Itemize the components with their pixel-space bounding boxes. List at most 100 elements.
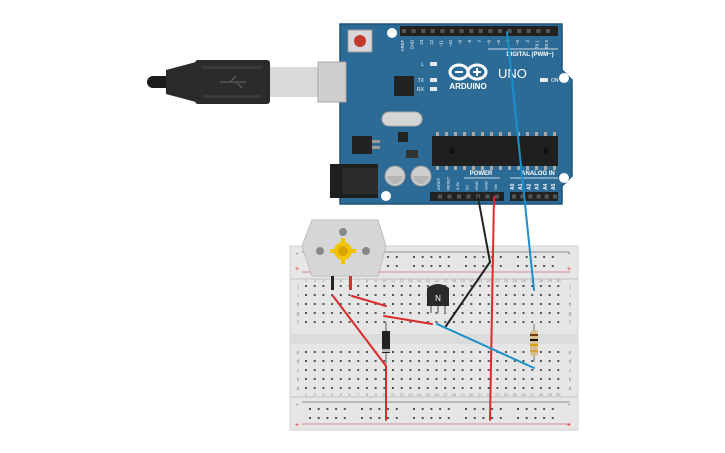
breadboard-hole[interactable] bbox=[374, 321, 377, 323]
breadboard-hole[interactable] bbox=[548, 378, 551, 380]
rail-hole[interactable] bbox=[465, 265, 467, 267]
rail-hole[interactable] bbox=[543, 265, 546, 267]
power-pin-hole[interactable] bbox=[495, 194, 499, 199]
breadboard-hole[interactable] bbox=[348, 303, 351, 305]
breadboard-hole[interactable] bbox=[435, 387, 438, 389]
breadboard-hole[interactable] bbox=[470, 387, 473, 389]
breadboard-hole[interactable] bbox=[409, 303, 412, 305]
breadboard-hole[interactable] bbox=[400, 312, 403, 314]
header-pin-hole[interactable] bbox=[478, 29, 483, 33]
breadboard-hole[interactable] bbox=[426, 378, 429, 380]
rail-hole[interactable] bbox=[413, 417, 415, 419]
wire-black-gnd[interactable] bbox=[445, 196, 492, 327]
header-pin-hole[interactable] bbox=[536, 29, 541, 33]
breadboard-hole[interactable] bbox=[313, 369, 316, 371]
breadboard-hole[interactable] bbox=[409, 294, 412, 296]
header-pin-hole[interactable] bbox=[411, 29, 416, 33]
breadboard-hole[interactable] bbox=[374, 360, 377, 362]
rail-hole[interactable] bbox=[378, 408, 381, 410]
breadboard-hole[interactable] bbox=[339, 285, 342, 287]
breadboard-hole[interactable] bbox=[409, 312, 412, 314]
rail-hole[interactable] bbox=[439, 408, 442, 410]
header-pin-hole[interactable] bbox=[459, 29, 464, 33]
breadboard-hole[interactable] bbox=[487, 312, 490, 314]
rail-hole[interactable] bbox=[343, 408, 346, 410]
rail-hole[interactable] bbox=[482, 417, 485, 419]
breadboard-hole[interactable] bbox=[452, 387, 455, 389]
breadboard-hole[interactable] bbox=[522, 387, 525, 389]
header-pin-hole[interactable] bbox=[546, 29, 550, 33]
breadboard-hole[interactable] bbox=[348, 378, 351, 380]
breadboard-hole[interactable] bbox=[357, 303, 360, 305]
breadboard-hole[interactable] bbox=[348, 369, 351, 371]
breadboard-hole[interactable] bbox=[348, 321, 351, 323]
breadboard-hole[interactable] bbox=[426, 312, 429, 314]
breadboard-hole[interactable] bbox=[452, 369, 455, 371]
rail-hole[interactable] bbox=[317, 417, 320, 419]
analog-pin-hole[interactable] bbox=[544, 194, 549, 199]
breadboard-hole[interactable] bbox=[513, 294, 516, 296]
breadboard-hole[interactable] bbox=[331, 351, 334, 353]
analog-pin-hole[interactable] bbox=[536, 194, 541, 199]
breadboard-hole[interactable] bbox=[400, 360, 403, 362]
breadboard-hole[interactable] bbox=[479, 294, 481, 296]
breadboard-hole[interactable] bbox=[322, 321, 325, 323]
breadboard-hole[interactable] bbox=[348, 351, 351, 353]
rail-hole[interactable] bbox=[543, 256, 546, 258]
breadboard-hole[interactable] bbox=[452, 321, 455, 323]
rail-hole[interactable] bbox=[534, 265, 537, 267]
rail-hole[interactable] bbox=[430, 256, 433, 258]
breadboard-hole[interactable] bbox=[470, 351, 473, 353]
header-pin-hole[interactable] bbox=[488, 29, 493, 33]
header-pin-hole[interactable] bbox=[517, 29, 522, 33]
breadboard-hole[interactable] bbox=[331, 387, 334, 389]
breadboard-hole[interactable] bbox=[539, 294, 542, 296]
dc-motor[interactable] bbox=[301, 219, 387, 290]
breadboard-hole[interactable] bbox=[313, 312, 316, 314]
rail-hole[interactable] bbox=[413, 256, 415, 258]
breadboard-hole[interactable] bbox=[418, 303, 421, 305]
breadboard-hole[interactable] bbox=[513, 369, 516, 371]
breadboard-hole[interactable] bbox=[339, 351, 342, 353]
breadboard-hole[interactable] bbox=[548, 360, 551, 362]
rail-hole[interactable] bbox=[413, 265, 415, 267]
rail-hole[interactable] bbox=[551, 256, 554, 258]
rail-hole[interactable] bbox=[395, 265, 398, 267]
rail-hole[interactable] bbox=[413, 408, 415, 410]
breadboard-hole[interactable] bbox=[418, 312, 421, 314]
breadboard-hole[interactable] bbox=[313, 321, 316, 323]
breadboard-hole[interactable] bbox=[305, 294, 307, 296]
rail-hole[interactable] bbox=[361, 408, 363, 410]
breadboard-hole[interactable] bbox=[400, 378, 403, 380]
rail-hole[interactable] bbox=[473, 408, 476, 410]
rail-hole[interactable] bbox=[543, 408, 546, 410]
breadboard-hole[interactable] bbox=[435, 369, 438, 371]
breadboard-hole[interactable] bbox=[513, 312, 516, 314]
breadboard-hole[interactable] bbox=[531, 378, 534, 380]
wire-red-vin[interactable] bbox=[489, 196, 495, 421]
breadboard-hole[interactable] bbox=[392, 369, 394, 371]
breadboard-hole[interactable] bbox=[505, 321, 508, 323]
breadboard-hole[interactable] bbox=[548, 303, 551, 305]
breadboard-hole[interactable] bbox=[305, 369, 307, 371]
breadboard-hole[interactable] bbox=[383, 312, 386, 314]
wire-red-motor[interactable] bbox=[332, 295, 387, 421]
breadboard-hole[interactable] bbox=[539, 285, 542, 287]
breadboard-hole[interactable] bbox=[305, 378, 307, 380]
breadboard-hole[interactable] bbox=[374, 294, 377, 296]
rail-hole[interactable] bbox=[499, 256, 502, 258]
breadboard-hole[interactable] bbox=[392, 294, 394, 296]
breadboard-hole[interactable] bbox=[522, 285, 525, 287]
breadboard-hole[interactable] bbox=[539, 351, 542, 353]
power-pin-hole[interactable] bbox=[466, 194, 471, 199]
breadboard-hole[interactable] bbox=[513, 321, 516, 323]
breadboard-hole[interactable] bbox=[470, 369, 473, 371]
rail-hole[interactable] bbox=[421, 256, 424, 258]
breadboard-hole[interactable] bbox=[470, 303, 473, 305]
rail-hole[interactable] bbox=[369, 408, 372, 410]
breadboard-hole[interactable] bbox=[365, 378, 368, 380]
breadboard-hole[interactable] bbox=[487, 387, 490, 389]
breadboard-hole[interactable] bbox=[374, 303, 377, 305]
rail-hole[interactable] bbox=[395, 417, 398, 419]
